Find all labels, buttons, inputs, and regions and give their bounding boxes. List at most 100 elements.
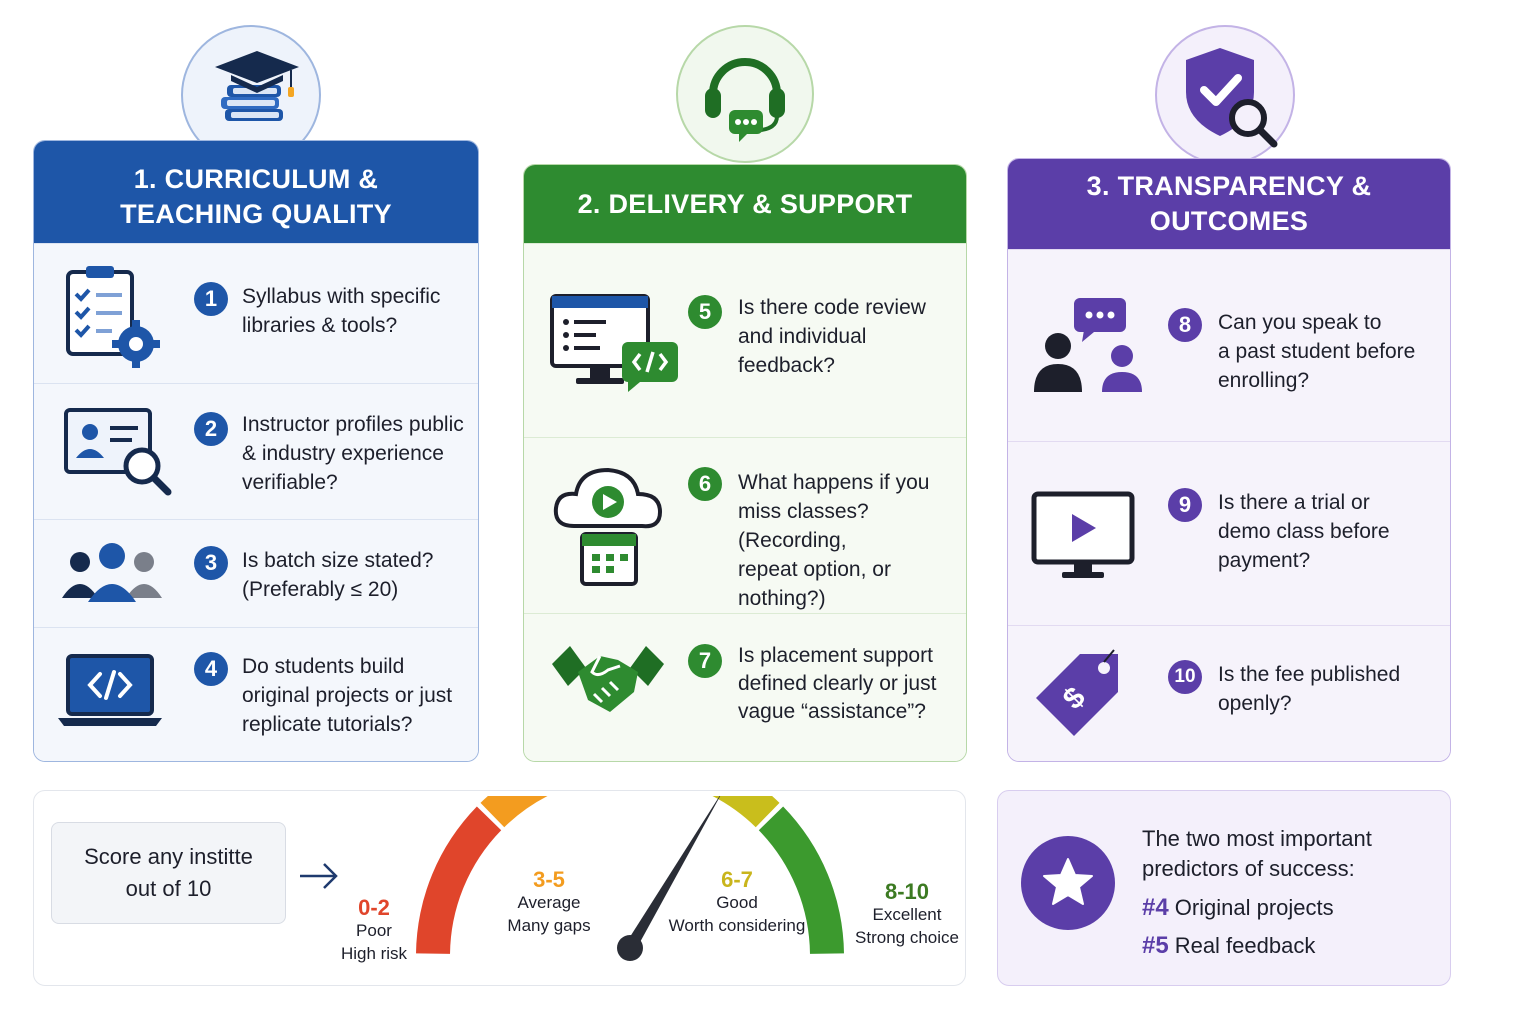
band-sub: Worth considering [668, 916, 806, 935]
graduation-cap-books-icon [215, 51, 299, 121]
gauge-band-label: 6-7 Good Worth considering [662, 868, 812, 937]
question-number-badge: 5 [688, 295, 722, 329]
question-row: 9 Is there a trial or demo class before … [1008, 441, 1450, 625]
section-header: 2. DELIVERY & SUPPORT [524, 165, 966, 243]
band-label: Average [517, 893, 581, 912]
question-line: Is the fee published [1218, 663, 1401, 686]
score-box-line2: out of 10 [125, 876, 212, 901]
question-text: Is placement support defined clearly or … [738, 642, 936, 726]
question-text: Is there code review and individual feed… [738, 293, 926, 380]
gauge-band-label: 3-5 Average Many gaps [494, 868, 604, 937]
question-text: Is the fee published openly? [1218, 660, 1400, 718]
section-delivery: 2. DELIVERY & SUPPORT 5 Is there code re… [523, 164, 967, 762]
gauge-needle-hub [617, 935, 643, 961]
score-instruction-box: Score any institte out of 10 [51, 822, 286, 924]
question-line: What happens if you [738, 471, 930, 494]
question-text: Do students build original projects or j… [242, 652, 452, 739]
question-row: 3 Is batch size stated? (Preferably ≤ 20… [34, 519, 478, 627]
monitor-code-icon [550, 294, 678, 392]
predictors-title: The two most important predictors of suc… [1142, 826, 1372, 881]
question-number-badge: 1 [194, 282, 228, 316]
section-title-line2: OUTCOMES [1149, 206, 1309, 236]
score-box-line1: Score any institte [84, 844, 253, 869]
question-line: Syllabus with specific [242, 285, 441, 308]
question-number-badge: 2 [194, 412, 228, 446]
question-line: vague “assistance”? [738, 700, 926, 723]
predictor-text: Original projects [1174, 895, 1334, 920]
question-line: & industry experience [242, 442, 444, 465]
question-line: feedback? [738, 354, 835, 377]
question-row: 7 Is placement support defined clearly o… [524, 613, 966, 761]
shield-check-search-icon [1186, 48, 1278, 148]
arrow-right-icon [300, 863, 338, 889]
question-line: original projects or just [242, 684, 453, 707]
question-row: 6 What happens if you miss classes? (Rec… [524, 437, 966, 613]
question-line: nothing?) [738, 587, 826, 610]
question-line: enrolling? [1218, 369, 1310, 392]
band-range: 8-10 [884, 879, 930, 904]
laptop-code-icon [58, 654, 162, 726]
question-line: a past student before [1218, 340, 1416, 363]
star-badge [1021, 836, 1115, 930]
section-header: 1. CURRICULUM & TEACHING QUALITY [34, 141, 478, 243]
question-line: openly? [1218, 692, 1292, 715]
question-row: 8 Can you speak to a past student before… [1008, 249, 1450, 441]
gauge-band-arc [416, 806, 502, 954]
question-row: 5 Is there code review and individual fe… [524, 243, 966, 437]
band-range: 6-7 [721, 867, 753, 892]
band-label: Good [716, 893, 758, 912]
gauge-band-label: 0-2 Poor High risk [334, 896, 414, 965]
gauge-band-arc [480, 796, 548, 828]
question-number-badge: 4 [194, 652, 228, 686]
question-line: Is placement support [738, 644, 933, 667]
question-number-badge: 6 [688, 467, 722, 501]
gauge-needle [624, 796, 721, 952]
profile-card-search-icon [64, 408, 172, 496]
gauge-band-arc [758, 806, 844, 954]
question-text: What happens if you miss classes? (Recor… [738, 468, 966, 613]
question-line: replicate tutorials? [242, 713, 413, 736]
question-number-badge: 7 [688, 644, 722, 678]
question-line: Instructor profiles public [242, 413, 464, 436]
question-line: miss classes? (Recording, [738, 500, 869, 552]
question-text: Instructor profiles public & industry ex… [242, 410, 464, 497]
band-sub: Strong choice [855, 928, 959, 947]
band-label: Excellent [872, 905, 942, 924]
question-line: verifiable? [242, 471, 338, 494]
question-line: Do students build [242, 655, 405, 678]
band-sub: Many gaps [507, 916, 591, 935]
question-line: repeat option, or [738, 558, 891, 581]
section-title-line1: 3. TRANSPARENCY & [1086, 171, 1372, 201]
question-line: defined clearly or just [738, 672, 937, 695]
people-chat-icon [1034, 298, 1142, 392]
handshake-icon [552, 646, 664, 712]
section-header: 3. TRANSPARENCY & OUTCOMES [1008, 159, 1450, 249]
question-text: Can you speak to a past student before e… [1218, 308, 1415, 395]
question-text: Syllabus with specific libraries & tools… [242, 282, 440, 340]
question-number-badge: 9 [1168, 488, 1202, 522]
question-line: libraries & tools? [242, 314, 398, 337]
band-range: 0-2 [358, 895, 390, 920]
predictor-tag: #5 [1142, 932, 1169, 959]
band-sub: High risk [340, 944, 408, 963]
question-line: Is batch size stated? [242, 549, 434, 572]
question-line: Is there a trial or [1218, 491, 1370, 514]
band-label: Poor [356, 921, 392, 940]
gauge-band-label: 8-10 Excellent Strong choice [850, 880, 964, 949]
gauge-band-arc [712, 796, 780, 828]
question-text: Is there a trial or demo class before pa… [1218, 488, 1390, 575]
section-title-line1: 1. CURRICULUM & [133, 164, 379, 194]
question-row: 1 Syllabus with specific libraries & too… [34, 243, 478, 383]
predictor-tag: #4 [1142, 894, 1169, 921]
headset-chat-icon [705, 58, 785, 142]
delivery-badge [676, 25, 814, 163]
transparency-badge [1155, 25, 1295, 165]
price-tag-dollar-icon: $ [1036, 649, 1118, 736]
band-range: 3-5 [533, 867, 565, 892]
question-number-badge: 8 [1168, 308, 1202, 342]
monitor-play-icon [1031, 491, 1135, 578]
checklist-gear-icon [66, 266, 160, 368]
star-icon [1043, 858, 1093, 905]
score-gauge [416, 796, 844, 961]
predictor-text: Real feedback [1174, 933, 1316, 958]
